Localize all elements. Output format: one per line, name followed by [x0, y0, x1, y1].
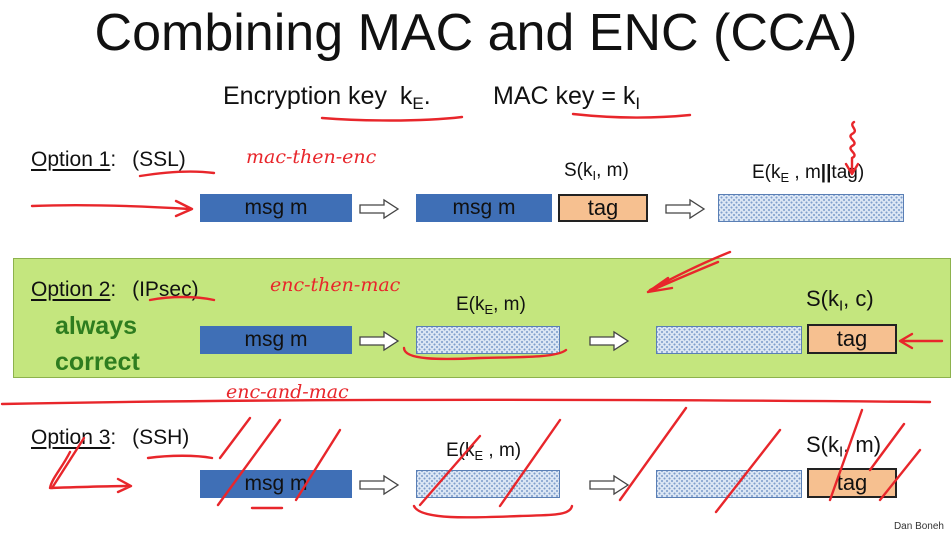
encryption-key-symbol: k — [399, 82, 413, 110]
option3-mac-label: S(kI, m) — [806, 432, 882, 461]
option1-ciphertext-box — [718, 194, 904, 222]
option2-protocol: (IPsec) — [132, 278, 199, 301]
option3-cross-4 — [218, 416, 252, 460]
option3-tag-box: tag — [807, 468, 897, 498]
encryption-key-text: Encryption key — [223, 82, 387, 110]
option2-always-label: always — [55, 312, 138, 340]
option3-arrow-1-icon — [359, 474, 400, 496]
encryption-key-label: Encryption key kE. — [223, 82, 431, 114]
underline-ssl — [138, 170, 216, 178]
option1-arrow-1-icon — [359, 198, 400, 220]
option2-tag-box: tag — [807, 324, 897, 354]
encryption-key-period: . — [423, 82, 431, 110]
option2-enc-label: E(kE, m) — [456, 294, 526, 317]
underline-mac-key — [571, 112, 692, 119]
option1-arrow-2-icon — [665, 198, 706, 220]
option2-heading: Option 2: (IPsec) — [31, 278, 199, 302]
option1-protocol: (SSL) — [132, 148, 186, 171]
option2-msg-label: msg m — [244, 328, 308, 351]
option2-arrow-2-icon — [589, 330, 630, 352]
option1-msg-label: msg m — [244, 196, 308, 219]
option2-ciphertext-box — [416, 326, 560, 354]
option3-colon: : — [110, 426, 117, 449]
option2-msg-box: msg m — [200, 326, 352, 354]
option3-label: Option 3 — [31, 426, 111, 449]
encryption-key-subscript: E — [412, 94, 424, 114]
option2-ciphertext-box-2 — [656, 326, 802, 354]
option2-correct-label: correct — [55, 348, 140, 376]
option1-colon: : — [110, 148, 117, 171]
underline-ssh — [146, 454, 214, 460]
option2-tag-label: tag — [836, 326, 868, 351]
option1-msg-label-2: msg m — [452, 196, 516, 219]
option3-protocol: (SSH) — [132, 426, 190, 449]
option1-tag-label: tag — [587, 195, 619, 220]
option1-msg-box-2: msg m — [416, 194, 552, 222]
option1-label: Option 1 — [31, 148, 111, 171]
option1-ink-arrow — [30, 199, 194, 218]
option2-label: Option 2 — [31, 278, 111, 301]
option3-ciphertext-box — [416, 470, 560, 498]
ink-divider-line — [0, 398, 932, 406]
option3-ciphertext-box-2 — [656, 470, 802, 498]
option3-arrow-2-icon — [589, 474, 630, 496]
option2-colon: : — [110, 278, 117, 301]
option2-mac-label: S(kI, c) — [806, 286, 874, 315]
option3-enc-label: E(kE , m) — [446, 440, 522, 463]
mac-key-label: MAC key = kI — [493, 82, 640, 114]
mac-key-text: MAC key = k — [493, 82, 636, 110]
option3-tag-label: tag — [836, 470, 868, 495]
option1-handwriting: mac-then-enc — [246, 146, 377, 168]
underline-encryption-key — [320, 115, 464, 122]
slide-title: Combining MAC and ENC (CCA) — [94, 4, 858, 62]
option1-heading: Option 1: (SSL) — [31, 148, 186, 172]
author-credit: Dan Boneh — [893, 521, 944, 532]
option3-heading: Option 3: (SSH) — [31, 426, 189, 450]
option1-msg-box: msg m — [200, 194, 352, 222]
option3-handwriting: enc-and-mac — [226, 381, 349, 403]
option1-mac-label: S(kI, m) — [564, 160, 629, 183]
mac-key-subscript: I — [635, 94, 641, 114]
option2-highlight-band — [13, 258, 951, 378]
option1-enc-label: E(kE , m||tag) — [752, 162, 865, 185]
option3-ink-arrow — [48, 450, 133, 494]
option2-arrow-1-icon — [359, 330, 400, 352]
option3-msg-label: msg m — [244, 472, 308, 495]
option3-msg-box: msg m — [200, 470, 352, 498]
option3-enc-underline — [412, 504, 574, 519]
option1-tag-box: tag — [558, 194, 648, 222]
